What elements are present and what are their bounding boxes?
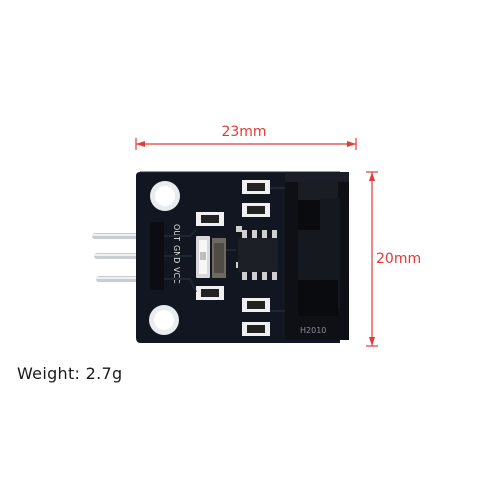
ic-chip (236, 226, 278, 280)
resistor (242, 322, 270, 336)
mounting-hole-top (150, 181, 180, 211)
mounting-hole-bottom (149, 305, 179, 335)
pin-labels: OUT GND VCC (172, 224, 181, 284)
indicator-led (196, 236, 210, 278)
pin-label-vcc: VCC (172, 267, 181, 284)
smd-resistors (196, 180, 270, 336)
resistor (242, 180, 270, 194)
resistor (242, 298, 270, 312)
potentiometer (212, 238, 226, 278)
pin-label-gnd: GND (172, 245, 181, 263)
height-dimension: 20mm (366, 171, 421, 347)
header-housing (150, 222, 164, 290)
pin-label-out: OUT (172, 224, 181, 241)
resistor (196, 212, 224, 226)
resistor (196, 286, 224, 300)
resistor (242, 203, 270, 217)
pcb-traces (164, 187, 286, 312)
sensor-marking: H2010 (300, 326, 326, 335)
weight-caption: Weight: 2.7g (17, 364, 123, 383)
height-label: 20mm (376, 251, 421, 267)
slot-sensor: H2010 (285, 172, 349, 340)
width-label: 23mm (221, 124, 266, 140)
width-dimension: 23mm (135, 124, 357, 150)
